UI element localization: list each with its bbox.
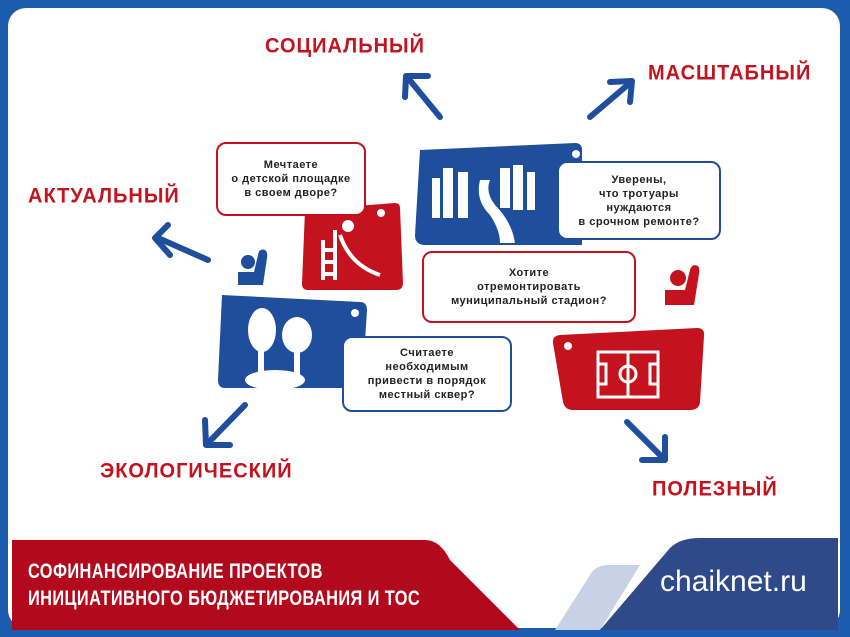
trees-icon	[245, 308, 312, 390]
bubble-text: Мечтаете	[263, 159, 319, 171]
bubble-sidewalks: Уверены, что тротуары нуждаются в срочно…	[557, 161, 721, 240]
trees-tile	[218, 295, 367, 390]
stadium-tile	[552, 328, 705, 410]
slide-icon	[321, 220, 381, 280]
bubble-text: нуждаются	[606, 201, 672, 214]
label-actual: АКТУАЛЬНЫЙ	[28, 184, 180, 208]
bubble-text: в своем дворе?	[244, 187, 338, 199]
banner-line-2: ИНИЦИАТИВНОГО БЮДЖЕТИРОВАНИЯ И ТОС	[28, 587, 421, 610]
bubble-text: Считаете	[400, 347, 454, 359]
chaiknet-logo: chaiknet.ru	[660, 565, 807, 598]
bubble-playground: Мечтаете о детской площадке в своем двор…	[216, 142, 366, 216]
label-social: СОЦИАЛЬНЫЙ	[265, 34, 425, 58]
bubble-square: Считаете необходимым привести в порядок …	[342, 336, 512, 412]
label-useful: ПОЛЕЗНЫЙ	[652, 477, 778, 501]
bubble-text: местный сквер?	[378, 389, 476, 401]
banner-title: СОФИНАНСИРОВАНИЕ ПРОЕКТОВ ИНИЦИАТИВНОГО …	[28, 558, 420, 612]
arrow-scale-icon	[587, 78, 635, 120]
arrow-useful-icon	[624, 419, 668, 463]
arrow-actual-icon	[152, 222, 211, 263]
banner-graphics	[12, 538, 838, 630]
bubble-text: что тротуары	[599, 187, 679, 200]
bubble-text: необходимым	[385, 361, 469, 373]
banner-line-1: СОФИНАНСИРОВАНИЕ ПРОЕКТОВ	[28, 560, 323, 583]
person-blue-icon	[238, 249, 268, 285]
arrow-ecological-icon	[202, 402, 248, 448]
label-ecological: ЭКОЛОГИЧЕСКИЙ	[100, 459, 293, 483]
playground-tile	[302, 203, 403, 290]
person-red-icon	[665, 265, 700, 305]
label-scale: МАСШТАБНЫЙ	[648, 61, 812, 85]
city-tile	[415, 143, 582, 245]
bubble-text: в срочном ремонте?	[578, 215, 700, 228]
bubble-text: отремонтировать	[477, 281, 581, 293]
football-field-icon	[596, 350, 660, 399]
bubble-text: привести в порядок	[367, 375, 487, 387]
bubble-stadium: Хотите отремонтировать муниципальный ста…	[422, 251, 636, 323]
arrow-social-icon	[402, 73, 443, 120]
bubble-text: о детской площадке	[231, 173, 351, 185]
bubble-text: Уверены,	[611, 173, 667, 186]
buildings-icon	[432, 165, 535, 243]
bubble-text: муниципальный стадион?	[451, 295, 607, 307]
bubble-text: Хотите	[508, 267, 550, 279]
